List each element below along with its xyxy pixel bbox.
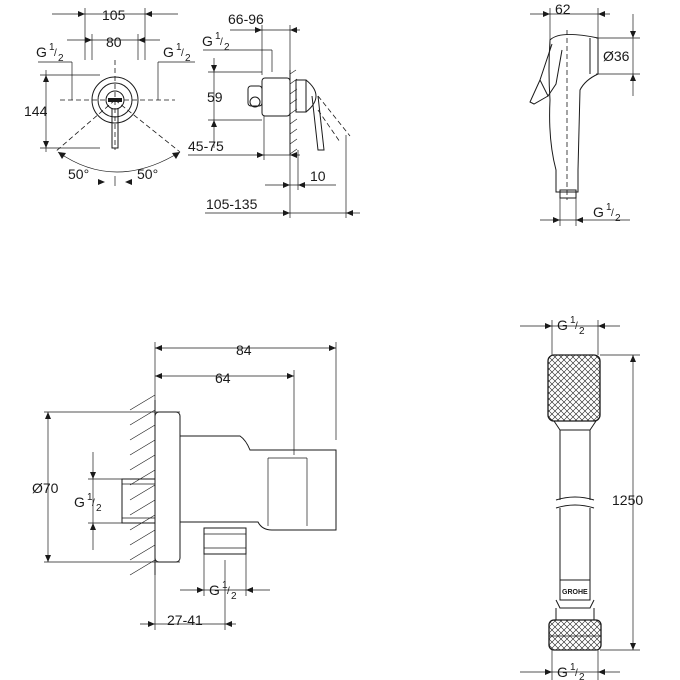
svg-text:2: 2 <box>579 672 585 680</box>
svg-text:G: G <box>557 664 568 680</box>
svg-text:/: / <box>611 208 614 219</box>
outlet-length-inner-label: 64 <box>215 370 231 386</box>
svg-text:2: 2 <box>615 213 621 224</box>
hand-shower-width-label: 62 <box>555 1 571 17</box>
svg-text:G: G <box>557 317 568 333</box>
hose-brand-mark: GROHE <box>562 589 588 596</box>
svg-text:/: / <box>227 586 230 597</box>
hand-shower-view: 62 Ø36 G 1 / 2 <box>529 1 640 226</box>
svg-text:1: 1 <box>215 31 221 42</box>
hose-thread-top: G 1 / 2 <box>557 315 585 337</box>
svg-text:1: 1 <box>606 202 612 213</box>
outlet-thread-inlet: G 1 / 2 <box>74 492 102 514</box>
svg-text:2: 2 <box>231 591 237 602</box>
wall-outlet-view: 84 64 Ø70 <box>32 342 337 630</box>
svg-text:G: G <box>163 44 174 60</box>
mixer-side-view: 66-96 G 1 / 2 59 <box>188 11 360 218</box>
side-thread: G 1 / 2 <box>202 31 230 53</box>
side-overall-range-label: 105-135 <box>206 196 258 212</box>
svg-text:G: G <box>202 33 213 49</box>
outlet-length-total-label: 84 <box>236 342 252 358</box>
svg-text:G: G <box>74 494 85 510</box>
hose-length-label: 1250 <box>612 492 643 508</box>
side-projection-label: 10 <box>310 168 326 184</box>
front-width-total-label: 105 <box>102 7 126 23</box>
hose-thread-bottom: G 1 / 2 <box>557 662 585 680</box>
side-offset-label: 59 <box>207 89 223 105</box>
front-angle-right-label: 50° <box>137 166 158 182</box>
mixer-front-view: 105 80 G 1 / 2 G 1 / 2 144 <box>24 7 195 186</box>
svg-text:/: / <box>575 668 578 679</box>
front-thread-left: G 1 / 2 <box>36 42 64 64</box>
side-depth-range-label: 66-96 <box>228 11 264 27</box>
svg-text:/: / <box>92 498 95 509</box>
outlet-diameter-label: Ø70 <box>32 480 59 496</box>
svg-text:/: / <box>181 48 184 59</box>
svg-text:1: 1 <box>49 42 55 53</box>
hose-view: G 1 / 2 GROHE 1250 <box>520 315 643 680</box>
svg-text:2: 2 <box>96 503 102 514</box>
svg-text:2: 2 <box>185 53 191 64</box>
front-thread-right: G 1 / 2 <box>163 42 191 64</box>
svg-text:1: 1 <box>176 42 182 53</box>
svg-text:1: 1 <box>570 315 576 326</box>
svg-text:G: G <box>209 582 220 598</box>
svg-text:G: G <box>593 204 604 220</box>
front-height-label: 144 <box>24 103 48 119</box>
svg-text:/: / <box>575 321 578 332</box>
front-angle-left-label: 50° <box>68 166 89 182</box>
svg-text:2: 2 <box>579 326 585 337</box>
svg-text:/: / <box>220 37 223 48</box>
side-wall-range-label: 45-75 <box>188 138 224 154</box>
svg-text:1: 1 <box>87 492 93 503</box>
front-width-inner-label: 80 <box>106 34 122 50</box>
svg-text:1: 1 <box>570 662 576 673</box>
svg-text:2: 2 <box>58 53 64 64</box>
hand-shower-thread: G 1 / 2 <box>593 202 621 224</box>
svg-text:2: 2 <box>224 42 230 53</box>
outlet-thread-outlet: G 1 / 2 <box>209 580 237 602</box>
outlet-depth-range-label: 27-41 <box>167 612 203 628</box>
svg-text:G: G <box>36 44 47 60</box>
svg-text:/: / <box>54 48 57 59</box>
hand-shower-diameter-label: Ø36 <box>603 48 630 64</box>
